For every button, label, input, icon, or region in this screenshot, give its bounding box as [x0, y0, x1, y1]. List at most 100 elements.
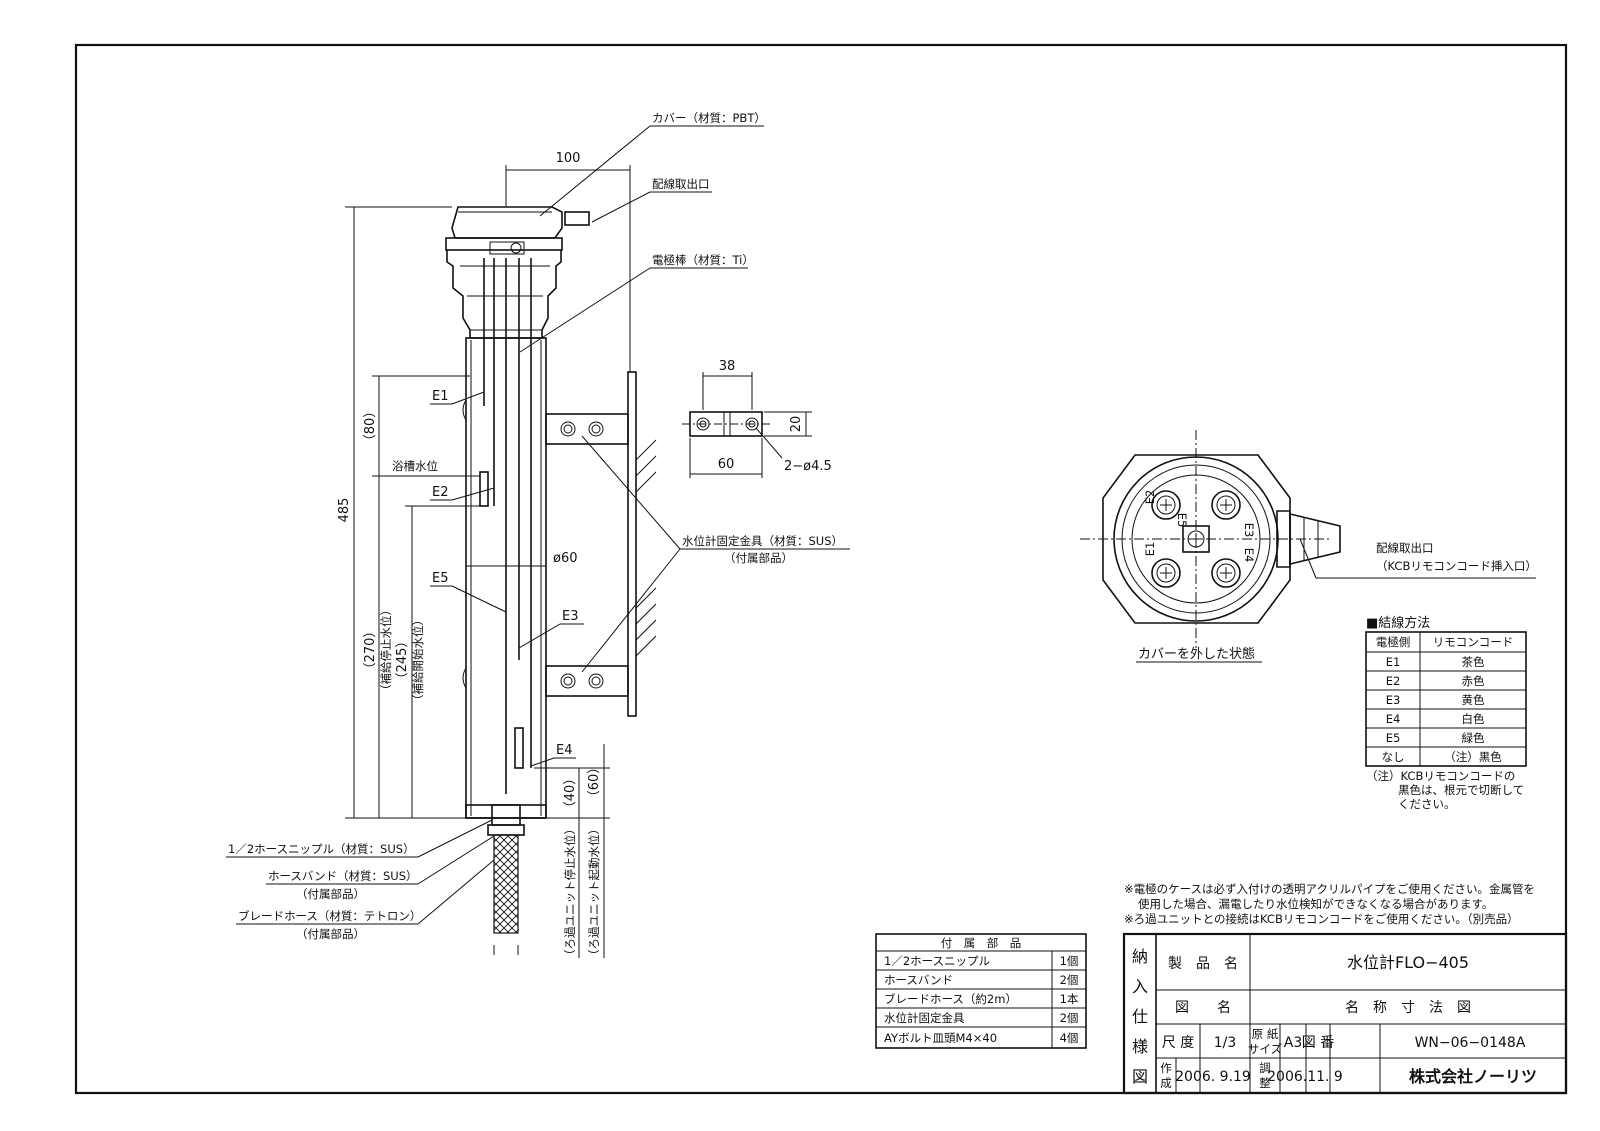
- tb-drawing-value: 名 称 寸 法 図: [1345, 1000, 1471, 1016]
- title-block: 納 入 仕 様 図 製 品 名 水位計FLO−405 図 名 名 称 寸 法 図…: [1122, 932, 1568, 1095]
- tb-number-value: WN−06−0148A: [1415, 1035, 1526, 1051]
- dim-holes: 2−ø4.5: [784, 459, 832, 474]
- top-view: E2 E1 E5 E4 E3 配線取出口 （KCBリモコンコード挿入口） カバー…: [1080, 430, 1537, 663]
- terminal-e3: [1211, 490, 1241, 520]
- svg-text:1／2ホースニップル: 1／2ホースニップル: [884, 954, 990, 968]
- svg-text:4個: 4個: [1060, 1031, 1079, 1045]
- tb-side-5: 図: [1132, 1067, 1148, 1086]
- svg-text:水位計固定金具: 水位計固定金具: [884, 1011, 965, 1025]
- svg-text:緑色: 緑色: [1462, 731, 1485, 745]
- svg-text:2個: 2個: [1060, 1011, 1079, 1025]
- notes: ※電極のケースは必ず入付けの透明アクリルパイプをご使用ください。金属管を 使用し…: [1124, 882, 1535, 926]
- svg-text:赤色: 赤色: [1462, 674, 1485, 688]
- svg-text:1個: 1個: [1060, 954, 1079, 968]
- wiring-note-2: 黒色は、根元で切断して: [1398, 783, 1524, 797]
- accessories-title: 付 属 部 品: [941, 936, 1022, 950]
- sheet-border: [74, 43, 1568, 1095]
- tb-paper-label-1: 原 紙: [1252, 1027, 1279, 1041]
- hose-nipple: [491, 804, 521, 826]
- tb-made-label-2: 成: [1160, 1076, 1172, 1090]
- tb-product-label: 製 品 名: [1168, 956, 1238, 972]
- label-e5: E5: [432, 571, 449, 586]
- label-e1: E1: [432, 389, 449, 404]
- note-3: ※ろ過ユニットとの接続はKCBリモコンコードをご使用ください。（別売品）: [1124, 912, 1519, 926]
- dim-270: （270）: [363, 625, 378, 676]
- dim-40-note: （ろ過ユニット停止水位）: [563, 823, 577, 961]
- label-bracket: 水位計固定金具（材質：SUS）: [682, 534, 843, 548]
- top-label-e5: E5: [1175, 513, 1189, 528]
- label-e3: E3: [562, 609, 579, 624]
- label-hose-band-note: （付属部品）: [296, 887, 365, 901]
- side-view: 100 485 （80） （270） （補給停止水位） （245） （補給開始水…: [226, 111, 850, 961]
- svg-text:2個: 2個: [1060, 973, 1079, 987]
- tb-side-2: 入: [1132, 977, 1148, 996]
- dim-245-note: （補給開始水位）: [411, 614, 425, 706]
- wiring-table: ■結線方法 電極側 リモコンコード E1 茶色 E2 赤色 E3 黄色 E4 白…: [1365, 615, 1527, 811]
- label-cover-removed: カバーを外した状態: [1138, 646, 1255, 662]
- label-wire-outlet-right: 配線取出口: [1376, 541, 1434, 555]
- dim-20: 20: [789, 416, 804, 433]
- wiring-row: E4 白色: [1386, 712, 1485, 726]
- label-cover: カバー（材質：PBT）: [652, 111, 766, 125]
- svg-text:AYボルト皿頭M4×40: AYボルト皿頭M4×40: [884, 1031, 997, 1045]
- dim-phi60: ø60: [553, 551, 578, 566]
- tb-made-label-1: 作: [1160, 1061, 1172, 1075]
- tb-adj-label-2: 整: [1259, 1076, 1271, 1090]
- bracket-detail: 38 20 60 2−ø4.5: [682, 359, 832, 478]
- label-e2: E2: [432, 485, 449, 500]
- wiring-header-cord: リモコンコード: [1433, 635, 1514, 649]
- note-1: ※電極のケースは必ず入付けの透明アクリルパイプをご使用ください。金属管を: [1124, 882, 1535, 896]
- wiring-row: E5 緑色: [1386, 731, 1485, 745]
- bracket-upper: [545, 413, 629, 445]
- label-bracket-note: （付属部品）: [724, 551, 793, 565]
- top-label-e2: E2: [1143, 490, 1157, 505]
- svg-text:E1: E1: [1386, 655, 1401, 669]
- tb-made-date: 2006. 9.19: [1175, 1069, 1251, 1085]
- tb-number-label: 図 番: [1302, 1035, 1334, 1051]
- label-wire-outlet: 配線取出口: [652, 177, 710, 191]
- wiring-row: E3 黄色: [1386, 693, 1485, 707]
- accessory-row: ホースバンド 2個: [884, 973, 1078, 987]
- tb-side-1: 納: [1132, 947, 1148, 966]
- wiring-title: ■結線方法: [1366, 615, 1430, 631]
- top-label-e4: E4: [1242, 548, 1256, 563]
- accessory-row: 水位計固定金具 2個: [884, 1011, 1078, 1025]
- tb-company: 株式会社ノーリツ: [1409, 1067, 1537, 1086]
- terminal-e2: [1151, 490, 1181, 520]
- accessories-table: 付 属 部 品 1／2ホースニップル 1個 ホースバンド 2個 ブレードホース（…: [875, 933, 1087, 1049]
- label-electrode-rod: 電極棒（材質：Ti）: [652, 253, 754, 267]
- svg-text:E2: E2: [1386, 674, 1401, 688]
- tb-scale-label: 尺 度: [1162, 1035, 1194, 1051]
- dim-height-485: 485: [337, 498, 352, 523]
- svg-text:1本: 1本: [1060, 992, 1079, 1006]
- wiring-row: E1 茶色: [1386, 655, 1485, 669]
- tb-drawing-label: 図 名: [1175, 1000, 1231, 1016]
- hex-body: [1102, 454, 1291, 624]
- bracket-lower: [545, 665, 629, 697]
- dim-38: 38: [719, 359, 736, 374]
- tb-side-3: 仕: [1132, 1007, 1148, 1026]
- dim-40: （40）: [563, 772, 578, 815]
- wiring-header-electrode: 電極側: [1376, 635, 1411, 649]
- tb-side-4: 様: [1132, 1037, 1148, 1056]
- wiring-row: E2 赤色: [1386, 674, 1485, 688]
- terminal-e1: [1151, 558, 1181, 588]
- svg-text:（注）黒色: （注）黒色: [1444, 750, 1502, 764]
- label-braided-hose-note: （付属部品）: [296, 927, 365, 941]
- svg-text:白色: 白色: [1462, 712, 1485, 726]
- accessory-row: AYボルト皿頭M4×40 4個: [884, 1031, 1078, 1045]
- label-wire-outlet-right-note: （KCBリモコンコード挿入口）: [1376, 559, 1537, 573]
- terminal-e4: [1211, 558, 1241, 588]
- tb-adj-date: 2006.11. 9: [1267, 1069, 1343, 1085]
- dim-245: （245）: [395, 635, 410, 686]
- svg-text:なし: なし: [1382, 750, 1405, 764]
- dim-60-note: （ろ過ユニット起動水位）: [587, 823, 601, 961]
- label-e4: E4: [556, 743, 573, 758]
- dim-width-100: 100: [556, 151, 581, 166]
- wire-gland: [1276, 510, 1291, 568]
- top-label-e3: E3: [1242, 523, 1256, 538]
- tb-product-value: 水位計FLO−405: [1347, 953, 1469, 972]
- dim-60-bracket: 60: [718, 457, 735, 472]
- note-2: 使用した場合、漏電したり水位検知ができなくなる場合があります。: [1138, 897, 1493, 911]
- wiring-note-1: （注）KCBリモコンコードの: [1366, 769, 1515, 783]
